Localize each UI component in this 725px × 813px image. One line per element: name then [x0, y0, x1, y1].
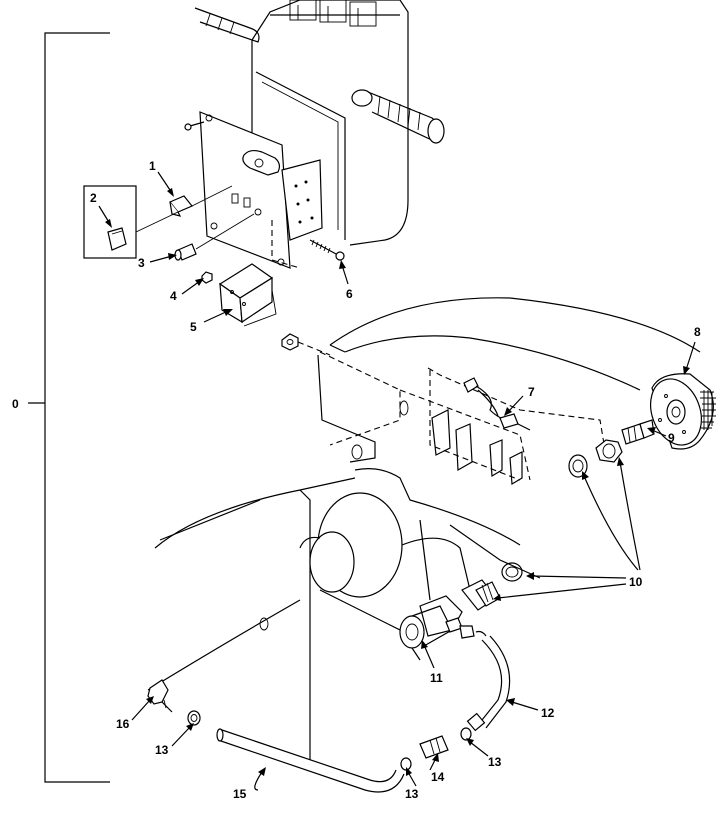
callout-4: 4: [170, 289, 177, 303]
callout-labels: 0 1 2 3 4 5 6 7 8 9 10 11 12 13 13 13 14…: [12, 159, 701, 801]
callout-15: 15: [233, 787, 247, 801]
callout-10: 10: [629, 575, 643, 589]
callout-13-right: 13: [488, 755, 502, 769]
callout-16: 16: [116, 717, 130, 731]
callout-12: 12: [541, 706, 555, 720]
filter-canister: [650, 373, 716, 450]
relay-block: [201, 263, 277, 327]
lower-housing: [147, 477, 541, 760]
callout-13-left: 13: [155, 743, 169, 757]
indicator-lamp: [174, 213, 255, 261]
callout-0: 0: [12, 397, 19, 411]
valve-assembly: [399, 579, 501, 649]
callout-11: 11: [430, 671, 443, 685]
callout-8: 8: [694, 325, 701, 339]
callout-5: 5: [190, 320, 197, 334]
switch-cap-inset: [83, 185, 179, 259]
mounting-plate: [184, 111, 323, 269]
hose-fitting: [621, 419, 655, 445]
callout-13-bottom: 13: [405, 787, 419, 801]
callout-9: 9: [668, 431, 675, 445]
callout-6: 6: [346, 287, 353, 301]
assembly-bracket: [28, 32, 110, 783]
callout-7: 7: [528, 385, 535, 399]
callout-2: 2: [90, 191, 97, 205]
mounting-screw: [309, 239, 345, 261]
main-housing: [281, 297, 701, 546]
nut-and-washers: [501, 439, 623, 582]
callout-3: 3: [138, 256, 145, 270]
callout-14: 14: [431, 770, 445, 784]
sensor-harness: [463, 377, 531, 431]
hose-lines: [147, 635, 511, 793]
leader-arrows: [98, 171, 696, 791]
callout-1: 1: [149, 159, 156, 173]
